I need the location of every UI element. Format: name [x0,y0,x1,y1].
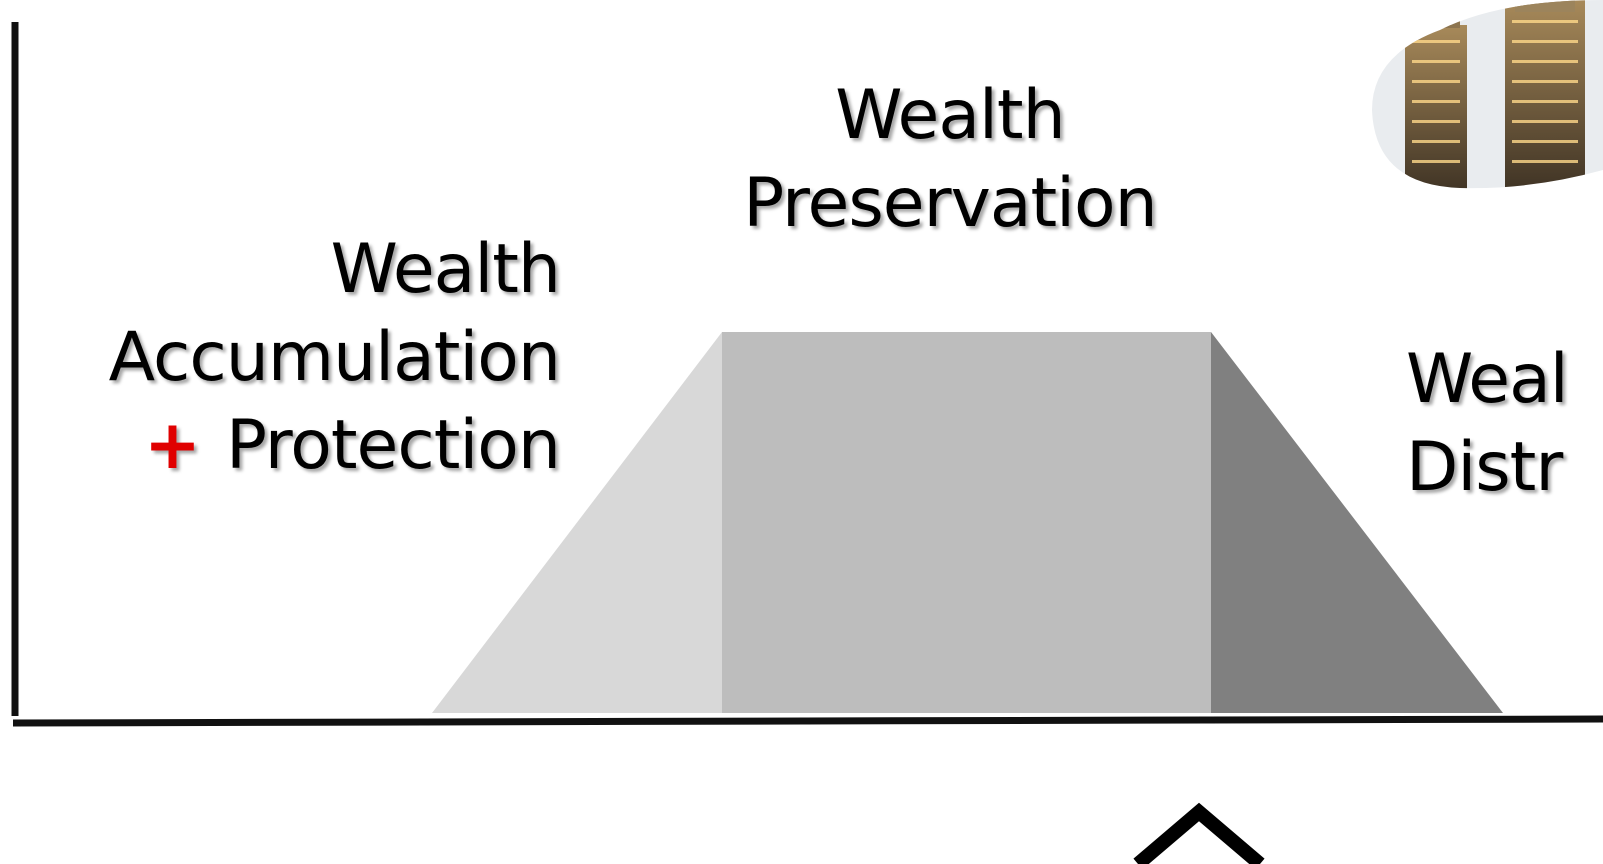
city-skyline-icon [1372,0,1603,189]
preservation-label-line2: Preservation [743,164,1158,243]
protection-label-text: Protection [225,406,561,485]
chevron-up-icon [1133,802,1265,864]
accumulation-label-line1: Wealth [330,230,561,309]
preservation-phase-shape [722,332,1211,713]
preservation-label-line1: Wealth [835,76,1065,155]
distribution-label-line2: Distr [1406,428,1563,507]
distribution-label: Weal Distr [1406,336,1569,512]
x-axis-line [12,715,1603,727]
plus-sign: + [143,406,201,485]
distribution-phase-shape [1211,332,1503,713]
distribution-label-line1: Weal [1406,340,1569,419]
accumulation-label-line2: Accumulation [108,318,561,397]
accumulation-protection-label: Wealth Accumulation + Protection [60,226,561,490]
accumulation-phase-shape [432,332,722,713]
preservation-label: Wealth Preservation [700,72,1200,248]
protection-label-line: + Protection [60,402,561,490]
